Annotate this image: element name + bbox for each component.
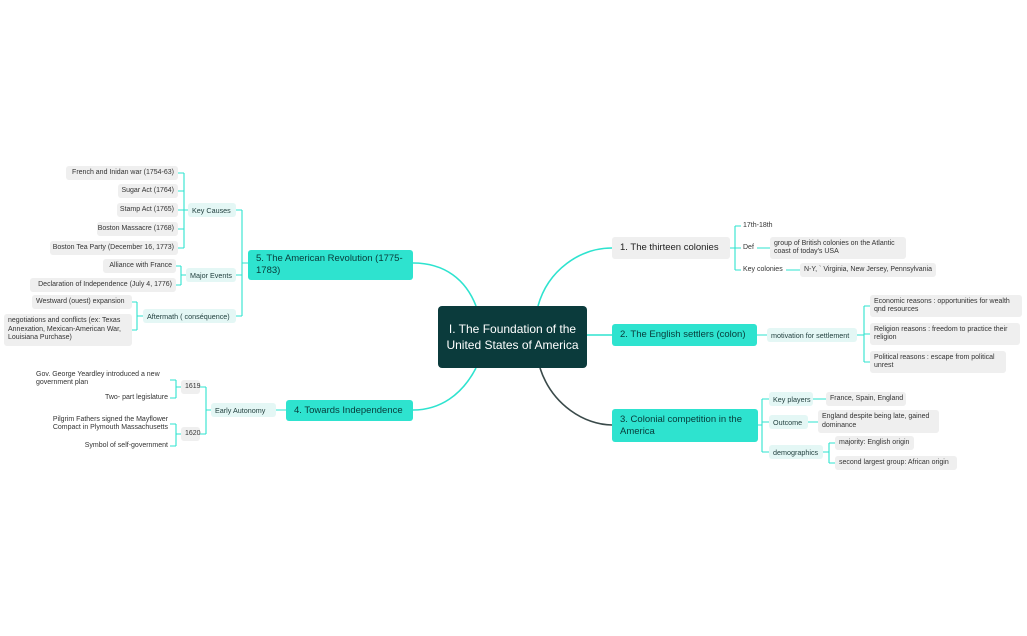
outcome-value[interactable]: England despite being late, gained domin…	[818, 410, 939, 433]
item-self-government[interactable]: Symbol of self-government	[84, 441, 168, 449]
cause-sugar-act[interactable]: Sugar Act (1764)	[118, 184, 178, 198]
early-autonomy-label[interactable]: Early Autonomy	[211, 403, 276, 417]
cause-boston-tea-party[interactable]: Boston Tea Party (December 16, 1773)	[50, 241, 178, 255]
year-1619[interactable]: 1619	[181, 380, 201, 394]
motivation-label[interactable]: motivation for settlement	[767, 328, 857, 342]
cause-french-indian-war[interactable]: French and Inidan war (1754-63)	[66, 166, 178, 180]
year-1620[interactable]: 1620	[181, 427, 201, 441]
item-yeardley-plan[interactable]: Gov. George Yeardley introduced a new go…	[36, 370, 160, 387]
key-colonies-label[interactable]: Key colonies	[743, 265, 783, 273]
key-players-label[interactable]: Key players	[769, 392, 813, 406]
topic-thirteen-colonies[interactable]: 1. The thirteen colonies	[612, 237, 730, 259]
aftermath-westward-expansion[interactable]: Westward (ouest) expansion	[32, 295, 132, 309]
event-alliance-france[interactable]: Alliance with France	[103, 259, 176, 273]
demographics-majority[interactable]: majority: English origin	[835, 436, 914, 450]
key-colonies-value[interactable]: N-Y, ` Virginia, New Jersey, Pennsylvani…	[800, 263, 936, 277]
event-declaration-independence[interactable]: Declaration of Independence (July 4, 177…	[30, 278, 176, 292]
cause-stamp-act[interactable]: Stamp Act (1765)	[117, 203, 178, 217]
outcome-label[interactable]: Outcome	[769, 415, 808, 429]
def-text[interactable]: group of British colonies on the Atlanti…	[770, 237, 906, 259]
period-label[interactable]: 17th-18th	[743, 221, 773, 229]
key-players-value[interactable]: France, Spain, England	[826, 392, 906, 406]
reason-economic[interactable]: Economic reasons : opportunities for wea…	[870, 295, 1022, 317]
topic-english-settlers[interactable]: 2. The English settlers (colon)	[612, 324, 757, 346]
aftermath-label[interactable]: Aftermath ( conséquence)	[143, 309, 236, 323]
item-two-part-legislature[interactable]: Two- part legislature	[104, 393, 168, 401]
reason-political[interactable]: Political reasons : escape from politica…	[870, 351, 1006, 373]
item-mayflower-compact[interactable]: Pilgrim Fathers signed the Mayflower Com…	[52, 415, 168, 432]
topic-colonial-competition[interactable]: 3. Colonial competition in the America	[612, 409, 758, 442]
def-label[interactable]: Def	[743, 243, 754, 251]
cause-boston-massacre[interactable]: Boston Massacre (1768)	[97, 222, 178, 236]
topic-towards-independence[interactable]: 4. Towards Independence	[286, 400, 413, 421]
topic-american-revolution[interactable]: 5. The American Revolution (1775-1783)	[248, 250, 413, 280]
demographics-second[interactable]: second largest group: African origin	[835, 456, 957, 470]
demographics-label[interactable]: demographics	[769, 445, 823, 459]
major-events-label[interactable]: Major Events	[186, 268, 236, 282]
reason-religion[interactable]: Religion reasons : freedom to practice t…	[870, 323, 1020, 345]
key-causes-label[interactable]: Key Causes	[188, 203, 236, 217]
central-topic[interactable]: I. The Foundation of the United States o…	[438, 306, 587, 368]
aftermath-negotiations-conflicts[interactable]: negotiations and conflicts (ex: Texas An…	[4, 314, 132, 346]
